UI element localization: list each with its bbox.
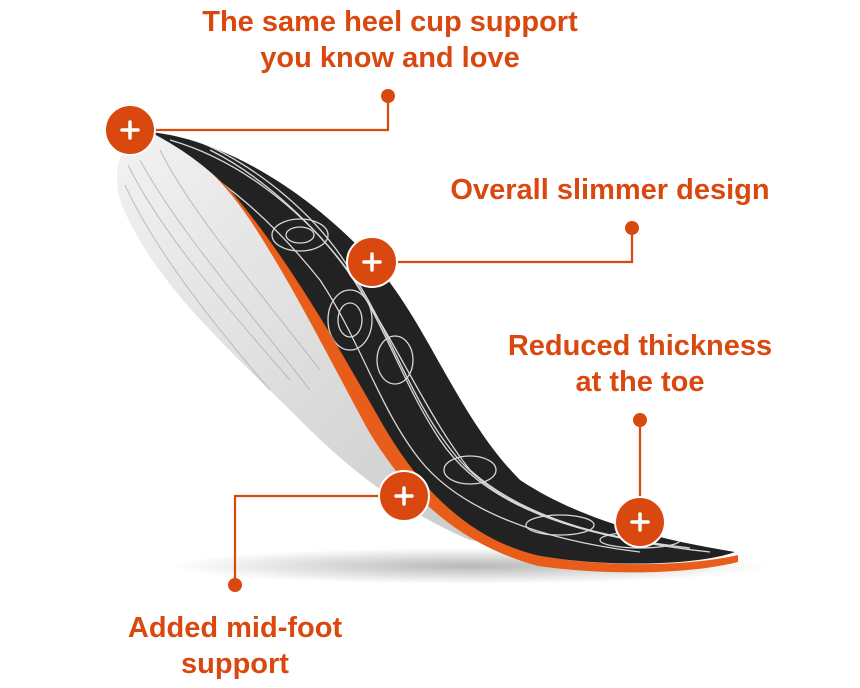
plus-icon (630, 512, 650, 532)
callout-midfoot-support: Added mid-foot support (127, 612, 343, 680)
dot-heel (381, 89, 395, 103)
hotspot-slim[interactable] (346, 236, 398, 288)
plus-icon (394, 486, 414, 506)
callout-toe-thickness: Reduced thickness at the toe (507, 330, 773, 398)
leader-heel (130, 96, 390, 132)
dot-mid (228, 578, 242, 592)
topo-lines (159, 137, 711, 553)
dot-toe (633, 413, 647, 427)
callout-heel-cup: The same heel cup support you know and l… (202, 6, 578, 74)
insole-top-cover (150, 132, 735, 564)
dot-slim (625, 221, 639, 235)
hotspot-mid[interactable] (378, 470, 430, 522)
hotspot-toe[interactable] (614, 496, 666, 548)
base-topo-lines (124, 149, 321, 391)
hotspot-heel[interactable] (104, 104, 156, 156)
plus-icon (362, 252, 382, 272)
leader-dots (228, 89, 647, 592)
leader-mid (233, 494, 404, 585)
callout-slimmer-design: Overall slimmer design (450, 174, 770, 206)
plus-icon (120, 120, 140, 140)
leader-slim (372, 228, 634, 264)
insole-base (116, 132, 521, 548)
